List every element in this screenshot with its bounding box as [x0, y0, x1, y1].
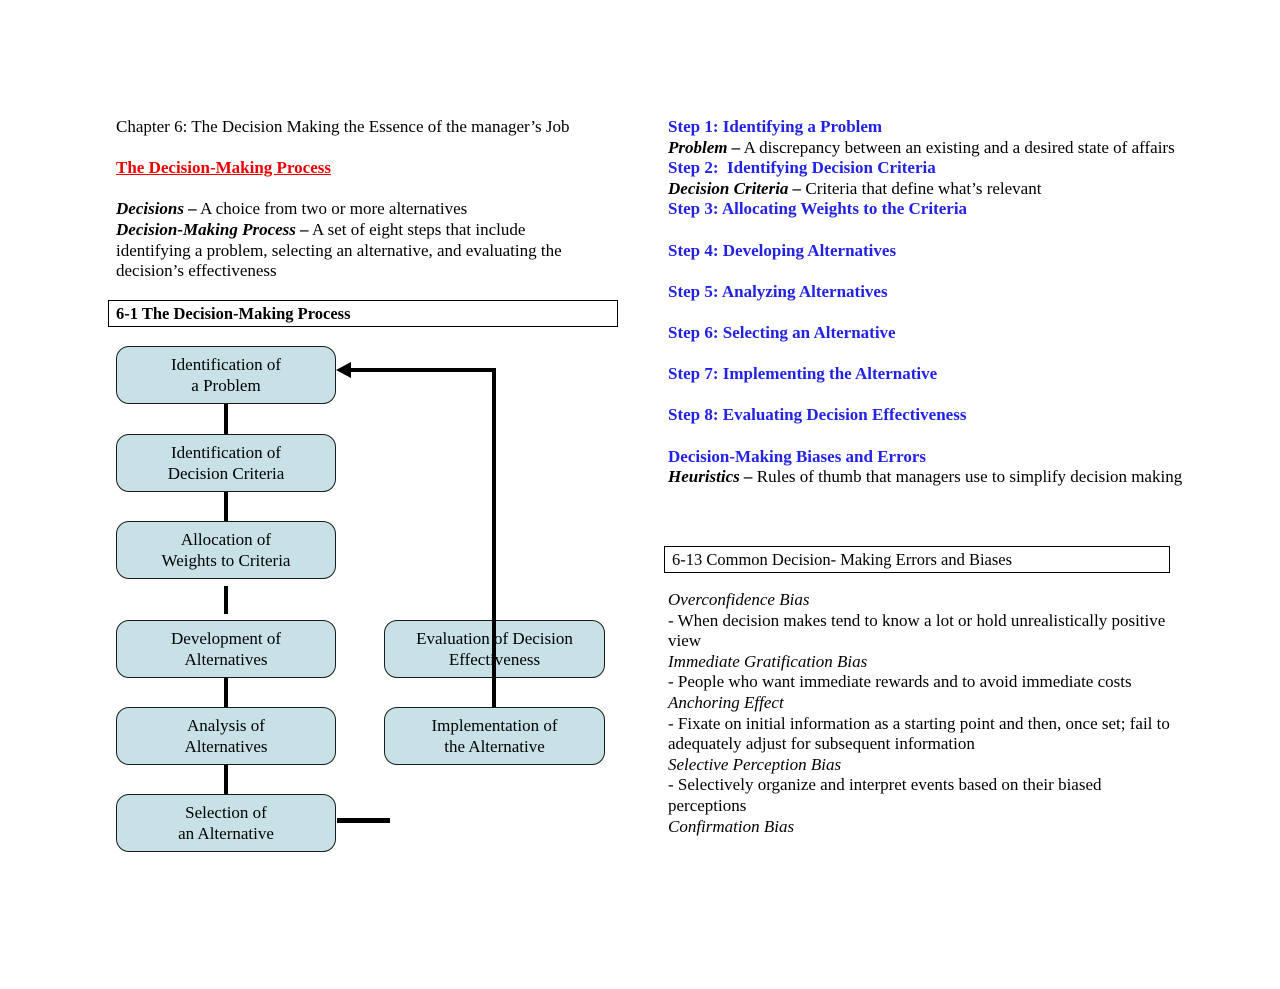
definition-text: Rules of thumb that managers use to simp… — [756, 467, 1183, 487]
left-column: Chapter 6: The Decision Making the Essen… — [116, 117, 600, 282]
definition-term: Decision Criteria – — [668, 178, 802, 198]
flow-box-line: Allocation of — [180, 529, 272, 549]
flow-box-line: an Alternative — [178, 824, 274, 843]
definition-text: A set of eight steps that include identi… — [116, 219, 562, 281]
definition-decisions: Decisions – A choice from two or more al… — [116, 199, 600, 220]
flow-box-line: Alternatives — [184, 650, 268, 669]
section-heading: The Decision-Making Process — [116, 158, 332, 178]
figure-6-1-caption: 6-1 The Decision-Making Process — [116, 303, 351, 323]
flow-loop-vertical-line — [492, 368, 496, 707]
figure-6-1-caption-box: 6-1 The Decision-Making Process — [108, 300, 618, 327]
definition-text: A choice from two or more alternatives — [200, 199, 468, 219]
bias-name: Confirmation Bias — [668, 816, 795, 836]
bias-description: - People who want immediate rewards and … — [668, 672, 1132, 692]
flow-connector-1-2 — [224, 404, 228, 434]
bias-name: Anchoring Effect — [668, 692, 784, 712]
flow-box-allocation-of-weights: Allocation of Weights to Criteria — [116, 521, 336, 579]
step-1-heading: Step 1: Identifying a Problem — [668, 117, 883, 136]
bias-name: Immediate Gratification Bias — [668, 651, 868, 671]
flow-box-line: Implementation of — [431, 715, 558, 735]
flow-connector-4-5 — [224, 678, 228, 707]
flow-box-line: Analysis of — [187, 715, 265, 735]
step-6-heading: Step 6: Selecting an Alternative — [668, 322, 896, 342]
flow-box-line: Decision Criteria — [167, 464, 285, 483]
bias-description: - When decision makes tend to know a lot… — [668, 610, 1166, 651]
flow-box-line: the Alternative — [444, 737, 545, 756]
biases-heading: Decision-Making Biases and Errors — [668, 446, 927, 466]
flow-selection-stub-line — [337, 818, 390, 823]
step-8-heading: Step 8: Evaluating Decision Effectivenes… — [668, 405, 967, 425]
right-column-steps: Step 1: Identifying a Problem Problem – … — [668, 117, 1184, 488]
flow-loop-horizontal-line — [351, 368, 496, 372]
flow-box-implementation-of-the-alternative: Implementation of the Alternative — [384, 707, 605, 765]
flow-box-line: Development of — [171, 628, 281, 648]
flow-box-analysis-of-alternatives: Analysis of Alternatives — [116, 707, 336, 765]
definition-decision-making-process: Decision-Making Process – A set of eight… — [116, 220, 600, 282]
flow-connector-5-6 — [224, 765, 228, 794]
figure-6-13-caption: 6-13 Common Decision- Making Errors and … — [672, 549, 1013, 569]
flow-box-line: Identification of — [171, 442, 281, 462]
step-7-heading: Step 7: Implementing the Alternative — [668, 364, 938, 384]
definition-term: Problem – — [668, 137, 741, 157]
definition-text: Criteria that define what’s relevant — [805, 178, 1042, 198]
step-3-heading: Step 3: Allocating Weights to the Criter… — [668, 199, 968, 219]
flow-box-line: Identification of — [171, 354, 281, 374]
step-2-heading: Step 2: Identifying Decision Criteria — [668, 158, 936, 178]
heuristics-definition: Heuristics – Rules of thumb that manager… — [668, 467, 1184, 488]
flow-box-identification-of-a-problem: Identification of a Problem — [116, 346, 336, 404]
flow-box-line: Alternatives — [184, 737, 268, 756]
step-2-definition: Decision Criteria – Criteria that define… — [668, 179, 1184, 200]
bias-description: - Selectively organize and interpret eve… — [668, 775, 1102, 815]
flow-box-line: Selection of — [185, 802, 267, 822]
flow-connector-3-4 — [224, 586, 228, 614]
flow-box-selection-of-an-alternative: Selection of an Alternative — [116, 794, 336, 852]
flow-box-development-of-alternatives: Development of Alternatives — [116, 620, 336, 678]
definitions-block: Decisions – A choice from two or more al… — [116, 199, 600, 281]
bias-name: Overconfidence Bias — [668, 590, 810, 609]
step-1-definition: Problem – A discrepancy between an exist… — [668, 138, 1184, 159]
definition-term: Decisions – — [116, 199, 197, 219]
flow-loop-arrowhead-icon — [336, 362, 351, 378]
flow-connector-2-3 — [224, 492, 228, 521]
flow-box-identification-of-decision-criteria: Identification of Decision Criteria — [116, 434, 336, 492]
flow-box-line: Weights to Criteria — [161, 551, 291, 570]
flow-box-line: a Problem — [191, 376, 261, 395]
chapter-title: Chapter 6: The Decision Making the Essen… — [116, 117, 570, 136]
biases-list: Overconfidence Bias - When decision make… — [668, 590, 1184, 837]
step-4-heading: Step 4: Developing Alternatives — [668, 240, 897, 260]
definition-text: A discrepancy between an existing and a … — [743, 137, 1175, 157]
bias-description: - Fixate on initial information as a sta… — [668, 713, 1170, 754]
bias-name: Selective Perception Bias — [668, 754, 842, 774]
figure-6-13-caption-box: 6-13 Common Decision- Making Errors and … — [664, 546, 1170, 573]
definition-term: Heuristics – — [668, 467, 753, 487]
step-5-heading: Step 5: Analyzing Alternatives — [668, 281, 888, 301]
definition-term: Decision-Making Process – — [116, 219, 309, 239]
